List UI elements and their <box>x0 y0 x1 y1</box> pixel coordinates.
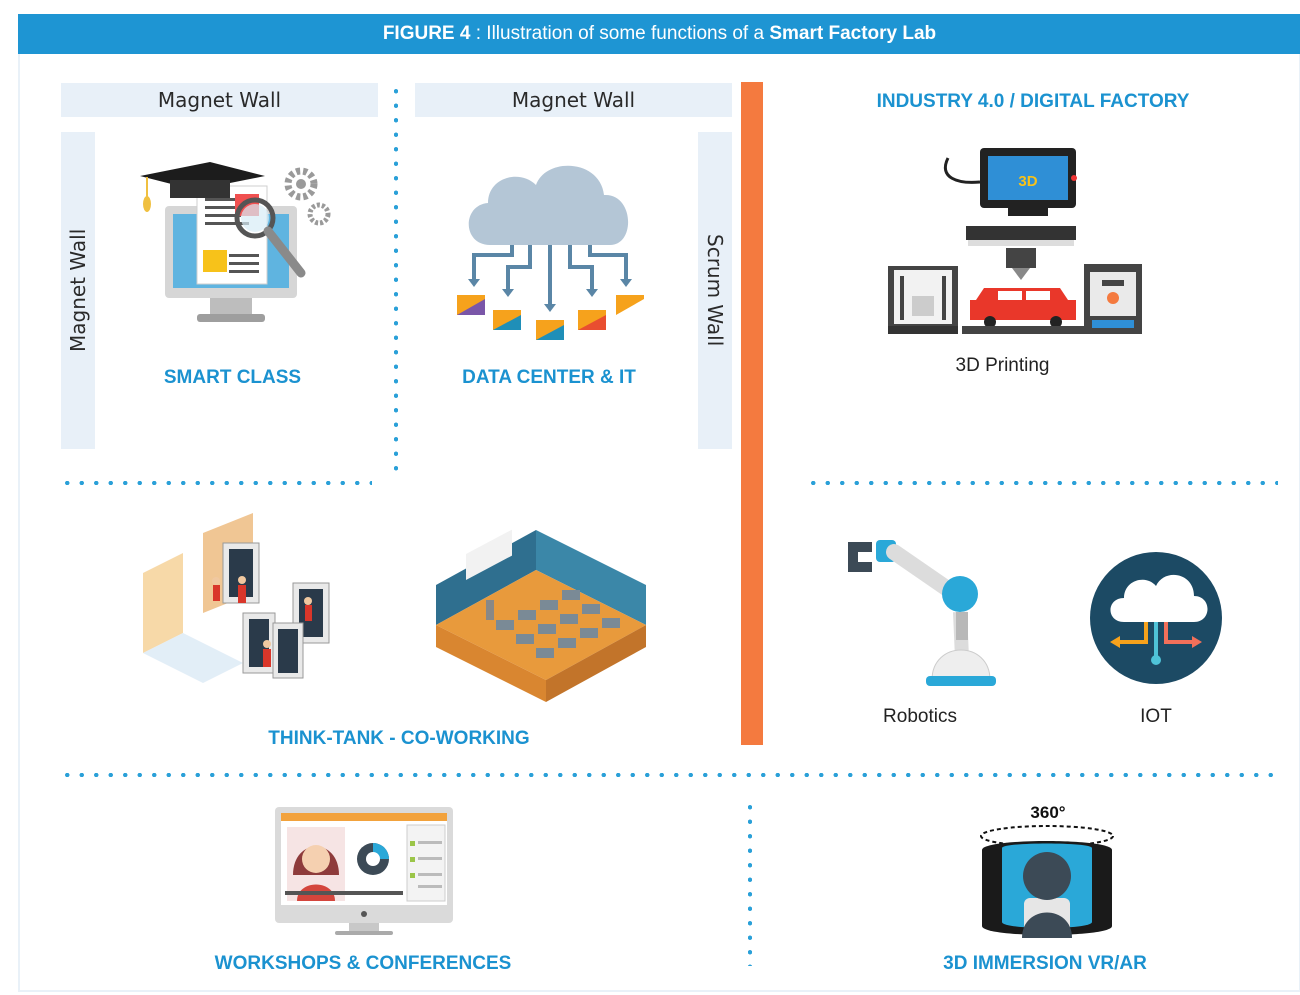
divider-top-vertical <box>394 84 398 478</box>
3d-printing-factory-icon: 3D <box>888 148 1142 334</box>
scrum-wall-label: Scrum Wall <box>703 234 727 347</box>
magnet-wall-top-middle: Magnet Wall <box>415 83 732 117</box>
smart-class-title: SMART CLASS <box>163 367 302 388</box>
figure-label: FIGURE 4 <box>382 23 471 44</box>
scrum-wall: Scrum Wall <box>698 132 732 449</box>
graduation-monitor-icon <box>140 162 331 322</box>
3d-printing-label: 3D Printing <box>955 355 1050 376</box>
iot-label: IOT <box>1140 706 1172 727</box>
cloud-data-icon <box>457 165 644 340</box>
classroom-icon <box>436 529 646 702</box>
magnet-wall-top-left: Magnet Wall <box>61 83 378 117</box>
think-tank-title: THINK-TANK - CO-WORKING <box>268 728 530 749</box>
vr-360-icon: 360° <box>980 803 1114 938</box>
divider-right-horizontal <box>806 481 1278 485</box>
divider-bottom-vertical <box>748 800 752 966</box>
figure-caption-bold: Smart Factory Lab <box>769 23 937 44</box>
immersion-title: 3D IMMERSION VR/AR <box>943 953 1147 974</box>
robotics-label: Robotics <box>883 706 957 727</box>
divider-full-horizontal <box>60 773 1278 777</box>
figure-caption: : Illustration of some functions of a <box>470 23 770 44</box>
robot-arm-icon <box>848 540 996 686</box>
printer-badge: 3D <box>1018 173 1037 190</box>
server-room-icon <box>143 513 330 683</box>
magnet-wall-left-label: Magnet Wall <box>66 228 90 353</box>
industry-title: INDUSTRY 4.0 / DIGITAL FACTORY <box>876 91 1190 112</box>
workshops-title: WORKSHOPS & CONFERENCES <box>214 953 512 974</box>
divider-left-horizontal <box>60 481 372 485</box>
orange-divider <box>741 82 763 745</box>
data-center-title: DATA CENTER & IT <box>462 367 636 388</box>
vr-360-badge: 360° <box>1030 803 1065 822</box>
figure-header: FIGURE 4 : Illustration of some function… <box>18 14 1300 54</box>
magnet-wall-left: Magnet Wall <box>61 132 95 449</box>
iot-cloud-icon <box>1090 552 1222 684</box>
video-conference-icon <box>275 807 453 935</box>
